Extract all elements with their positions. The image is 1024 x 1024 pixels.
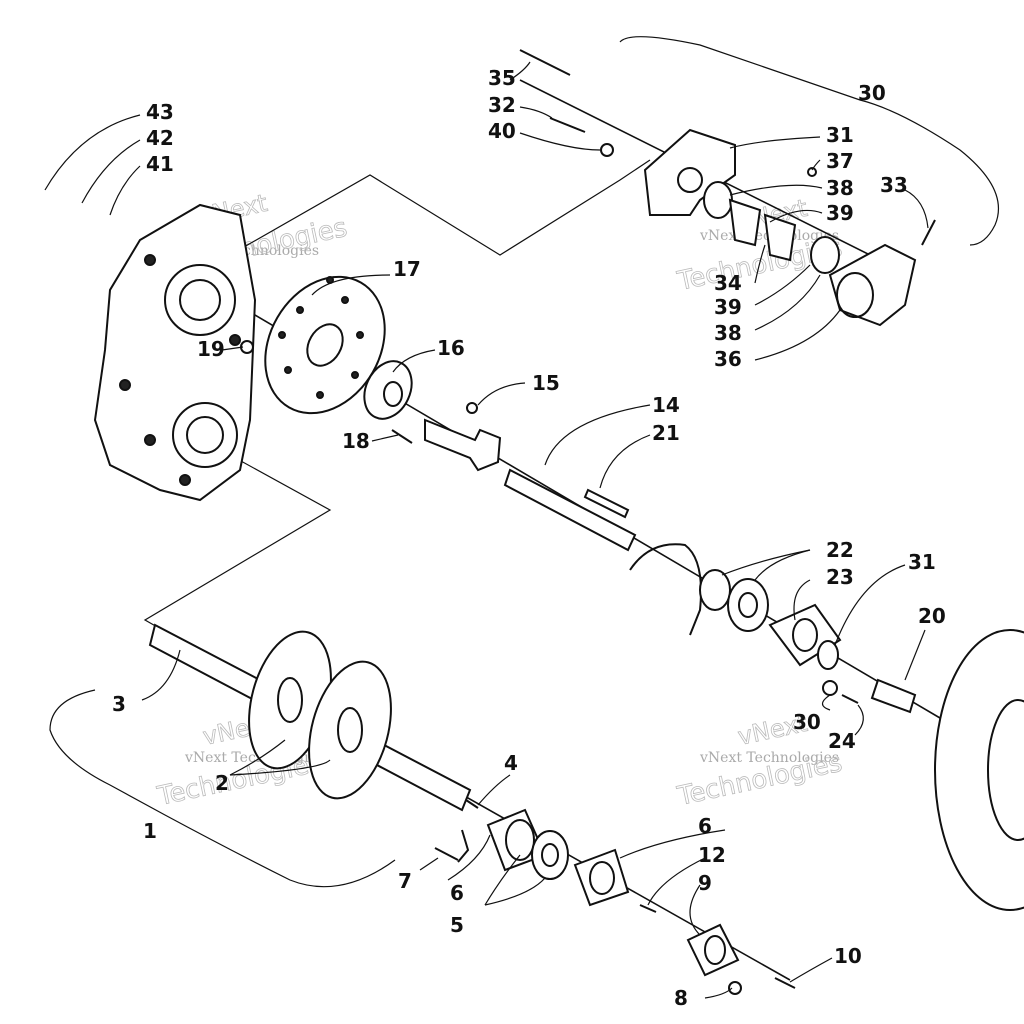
callout-17: 19 [197,337,225,361]
bracket-30 [619,36,999,246]
callout-15: 17 [393,257,421,281]
guide-pin [519,49,571,76]
callout-11: 12 [698,843,726,867]
splined-shaft [424,418,502,472]
caliper-seal-upper [703,181,733,219]
end-cap [686,923,740,977]
callout-12: 14 [652,393,680,417]
callout-22: 24 [828,729,856,753]
callout-2: 2 [215,771,229,795]
screw [391,429,413,444]
callout-labels: 43 42 41 17 16 15 14 21 18 19 22 23 31 2… [112,66,946,1010]
bracket-1 [49,689,396,888]
set-screw [465,799,479,809]
callout-8: 8 [674,986,688,1010]
callout-14: 16 [437,336,465,360]
track-sprocket-right [308,660,392,800]
callout-3: 3 [112,692,126,716]
callout-21: 23 [826,565,854,589]
bearing-flange-left [486,808,547,872]
caliper-seal-lower [810,236,840,274]
callout-39-lower: 39 [714,295,742,319]
key-bar [583,488,630,519]
callout-20: 22 [826,538,854,562]
callout-1: 1 [143,819,157,843]
callout-16: 18 [342,429,370,453]
callout-30: 30 [858,81,886,105]
bolt-lower [434,847,459,861]
brake-pad-lower [763,213,797,262]
bearing [531,830,569,880]
caliper-piston-housing [828,243,917,327]
spacer [870,678,917,714]
drive-sprocket [934,629,1024,911]
cotter-pin [807,167,817,177]
bracket-30-stem [859,97,869,101]
callout-6-right: 6 [698,814,712,838]
key [466,402,478,414]
callout-24: 31 [908,550,936,574]
caliper-bolt [549,117,586,133]
callout-10: 10 [834,944,862,968]
callout-33: 33 [880,173,908,197]
disc-hub [363,360,413,420]
callout-34: 34 [714,271,742,295]
caliper-washer [600,143,614,157]
callout-35: 35 [488,66,516,90]
pin [639,904,657,913]
callout-7: 7 [398,869,412,893]
washer [822,680,838,696]
callout-18: 20 [918,604,946,628]
spring-clip [457,829,470,863]
bolt [841,694,859,704]
callout-5: 5 [450,913,464,937]
brake-disc [264,275,386,415]
watermark-text: vNext Technologies [699,750,839,766]
shaft-connector-upper [229,159,651,256]
callout-31: 31 [826,123,854,147]
callout-23: 30 [793,710,821,734]
brake-pad-upper [728,198,762,247]
chaincase-housing [93,203,257,502]
callout-38-lower: 38 [714,321,742,345]
callout-4: 4 [504,751,518,775]
bolt-end [774,977,796,989]
callout-19: 21 [652,421,680,445]
leader-lines [44,61,929,999]
callout-13: 15 [532,371,560,395]
callout-43: 41 [146,152,174,176]
callout-39-upper: 39 [826,201,854,225]
callout-40: 40 [488,119,516,143]
driveshaft-tube [503,468,637,552]
callout-6-left: 6 [450,881,464,905]
bleed-screw [921,219,936,246]
callout-38-upper: 38 [826,176,854,200]
bearing-housing-right [629,543,842,670]
bearing-flange-right [573,848,630,907]
callout-41: 43 [146,100,174,124]
nut-lower [728,981,742,995]
callout-36: 36 [714,347,742,371]
callout-9: 9 [698,871,712,895]
callout-42: 42 [146,126,174,150]
callout-32: 32 [488,93,516,117]
callout-37: 37 [826,149,854,173]
